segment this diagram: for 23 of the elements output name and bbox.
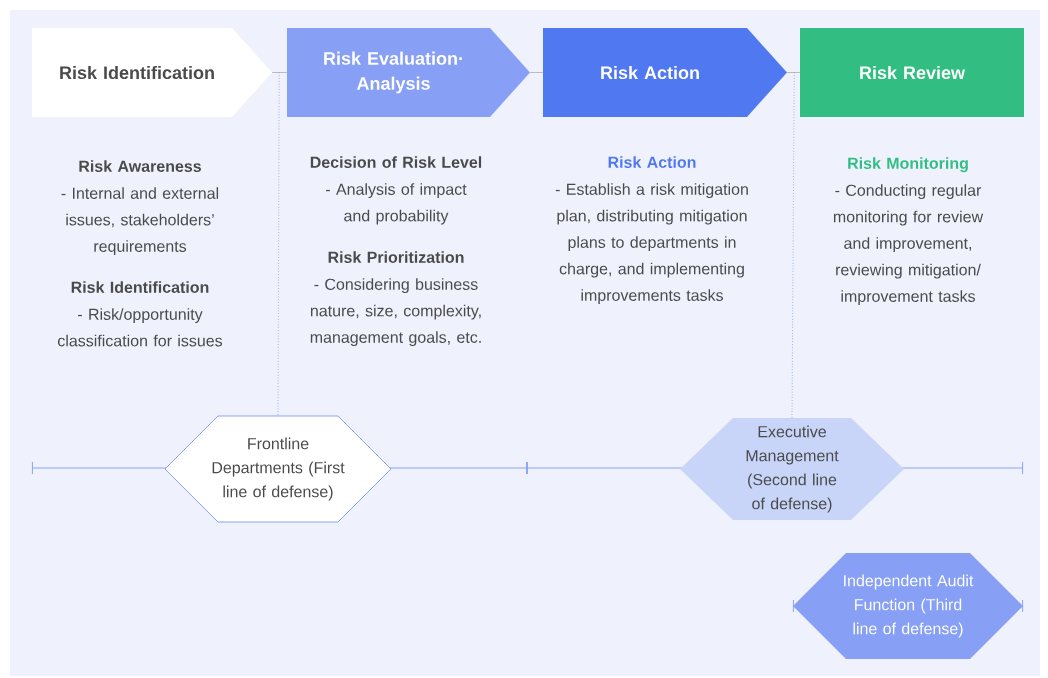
section-heading: Risk Prioritization xyxy=(328,251,464,263)
section-heading: Risk Identification xyxy=(71,281,209,293)
section-heading: Risk Monitoring xyxy=(848,157,968,173)
description-text: - Risk/opportunity classification for issues xyxy=(58,308,223,347)
section-heading: Risk Awareness xyxy=(79,160,201,172)
process-box: Risk Review xyxy=(800,28,1024,117)
process-step: Risk Evaluation· Analysis xyxy=(287,28,530,117)
hexagon-box: Independent Audit Function (Third line of defense) xyxy=(793,553,1023,659)
section-heading: Risk Action xyxy=(608,156,696,168)
connector-line xyxy=(786,72,801,73)
connector-line xyxy=(529,72,544,73)
process-step: Risk Action xyxy=(543,28,787,117)
description-text: - Analysis of impact and probability xyxy=(326,183,467,225)
hexagon-box: Executive Management (Second line of defense) xyxy=(680,418,904,520)
section-heading: Decision of Risk Level xyxy=(310,156,482,168)
connector-line xyxy=(271,72,288,73)
description-text: - Establish a risk mitigation plan, distributing mitigation plans to departments in charge, and implementing improvements tasks xyxy=(555,183,748,305)
description-text: - Internal and external issues, stakeholders’ requirements xyxy=(61,187,219,256)
description-text: - Conducting regular monitoring for review and improvement, reviewing mitigation/ improvement tasks xyxy=(833,184,984,306)
dotted-guide-line xyxy=(277,72,280,417)
description-text: - Considering business nature, size, complexity, management goals, etc. xyxy=(310,278,481,347)
process-step: Risk Identification xyxy=(32,28,272,117)
hexagon-box: Frontline Departments (First line of defense) xyxy=(164,415,392,523)
